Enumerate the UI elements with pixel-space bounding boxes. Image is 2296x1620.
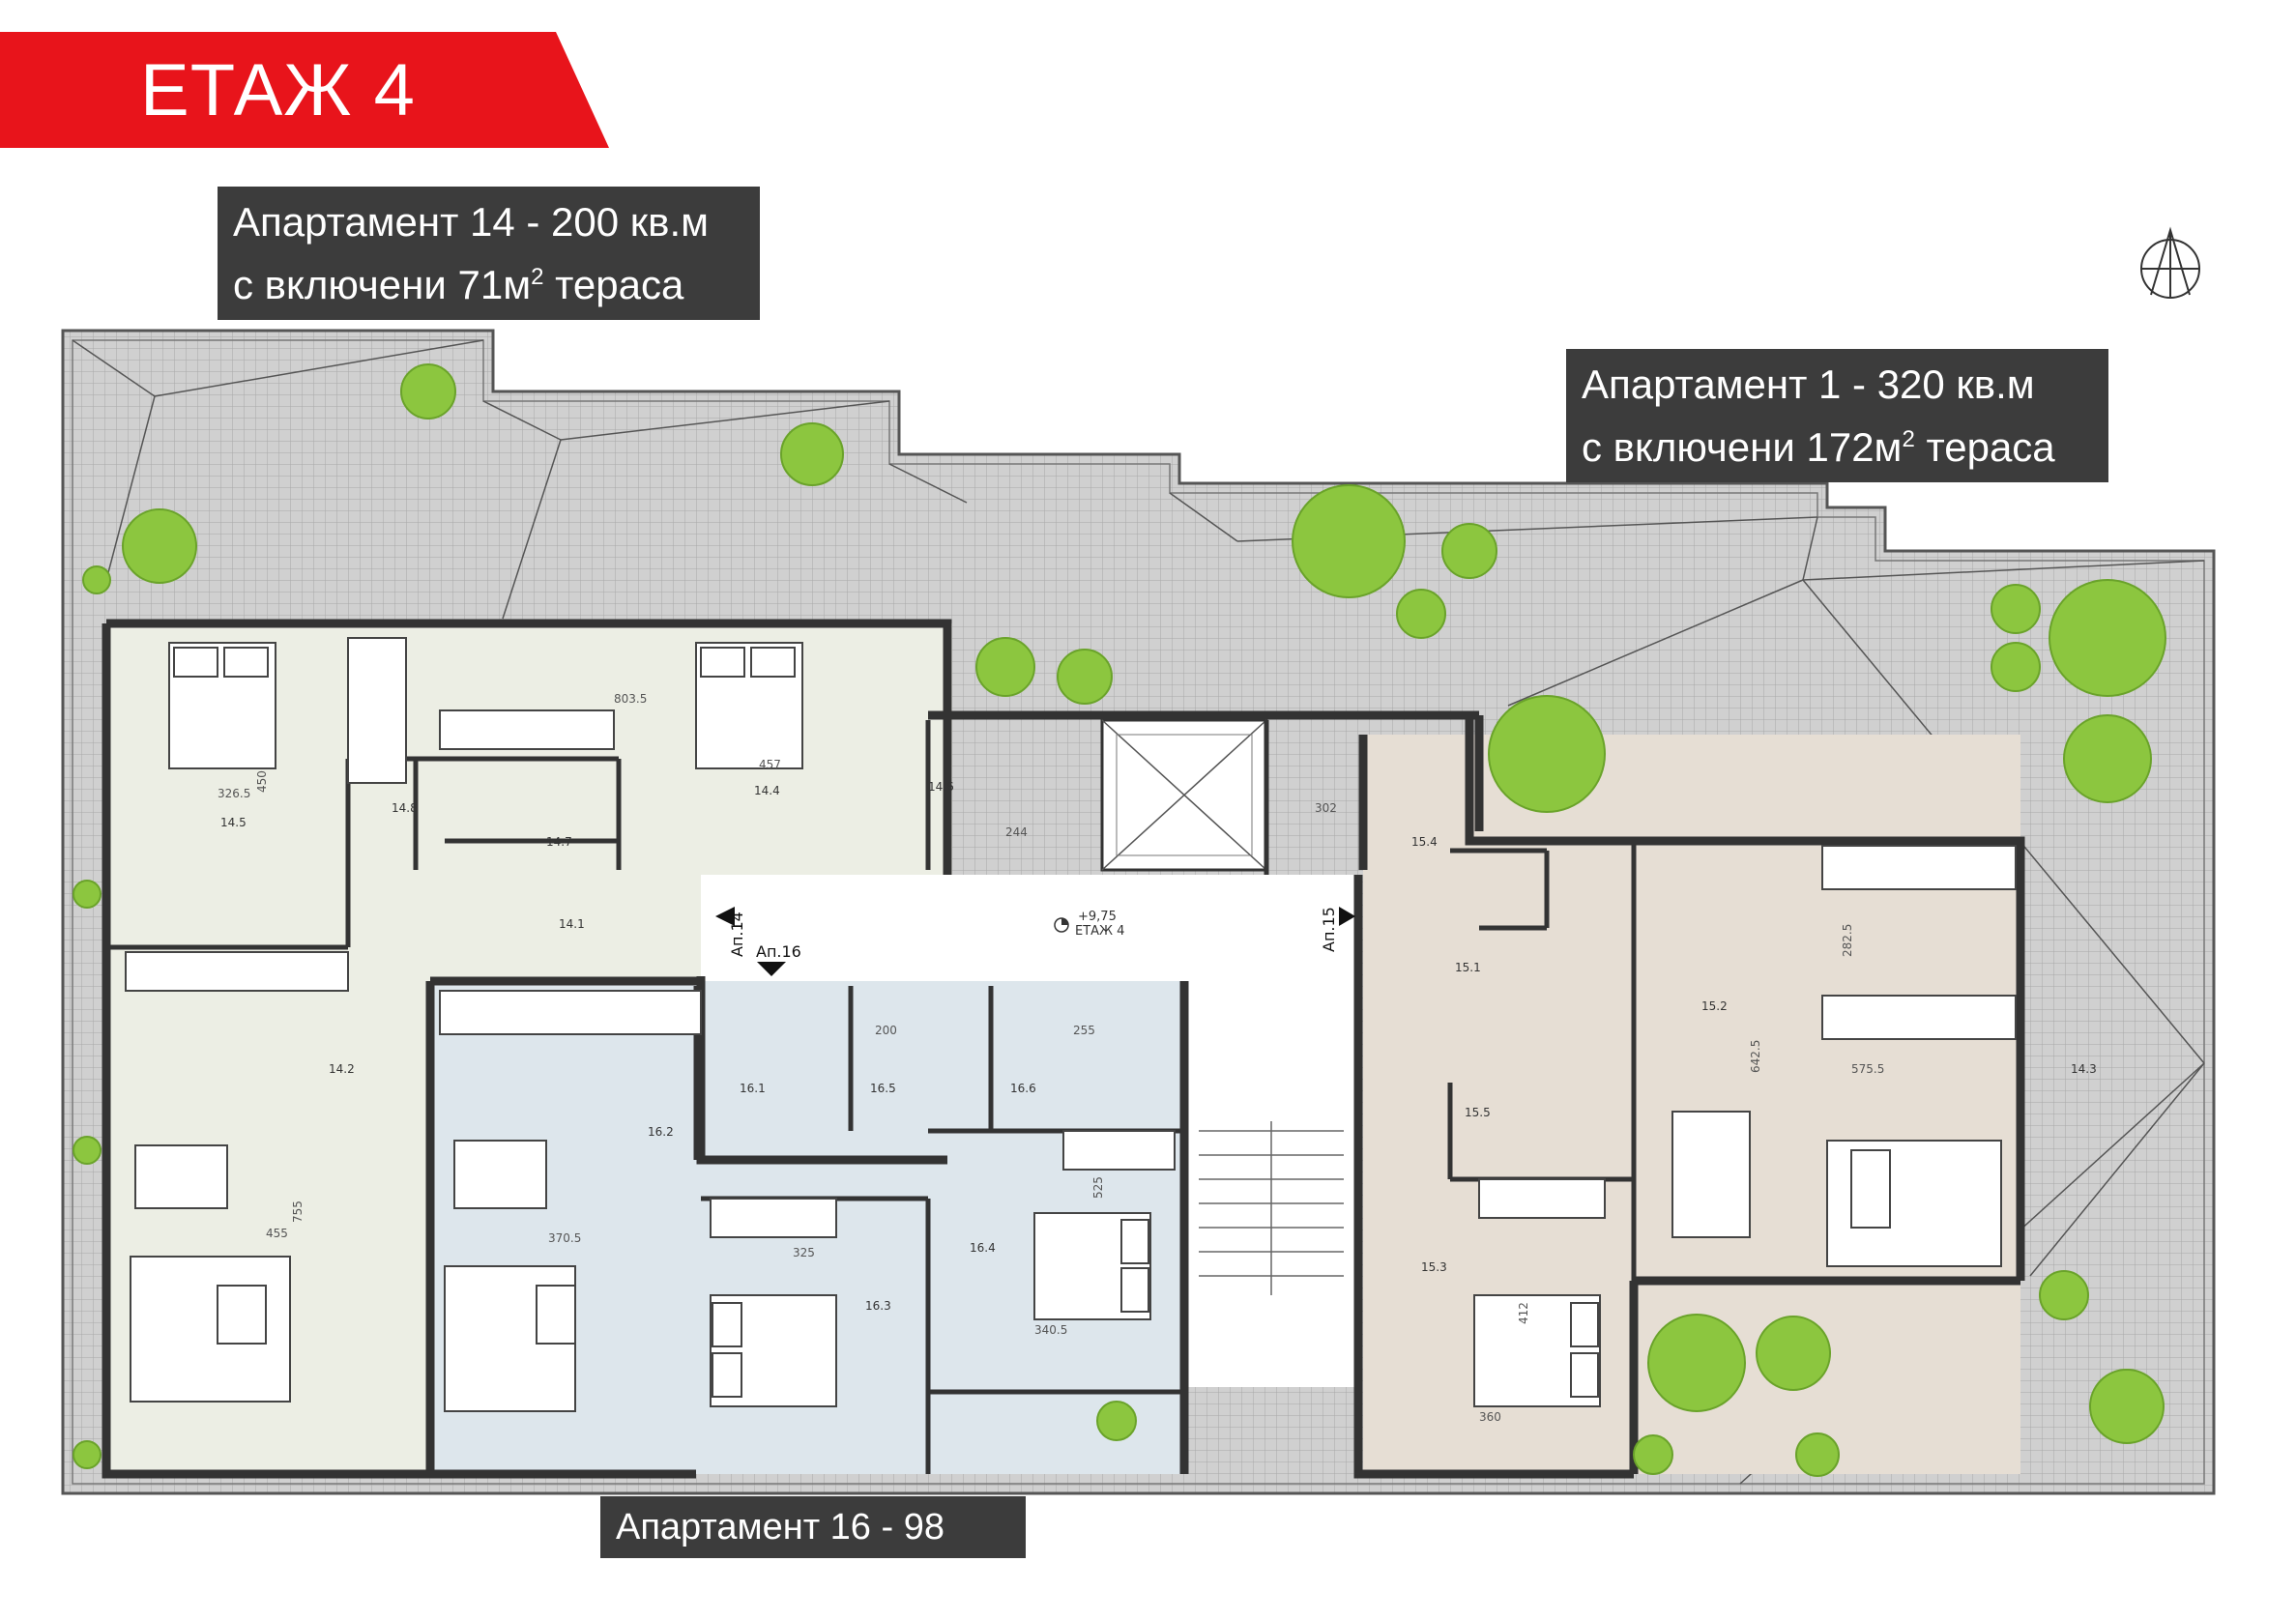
- room-14-5: 14.5: [220, 816, 247, 829]
- apartment-16-title: Апартамент 16 - 98 кв.м: [616, 1507, 945, 1594]
- terrace-trees: [73, 363, 2166, 1477]
- level-elevation: +9,75: [1078, 910, 1117, 924]
- interior-walls: [106, 720, 1637, 1474]
- dim-15: 282.5: [1841, 924, 1854, 957]
- entrance-label-ap15: Ап.15: [1320, 907, 1338, 952]
- room-15-5: 15.5: [1465, 1106, 1491, 1119]
- apartment-14-terrace: с включени 71м2 тераса: [233, 262, 684, 307]
- room-16-5: 16.5: [870, 1082, 896, 1095]
- room-15-1: 15.1: [1455, 961, 1481, 974]
- room-16-1: 16.1: [740, 1082, 766, 1095]
- dim-7: 370.5: [548, 1231, 581, 1245]
- dim-16: 244: [1005, 825, 1028, 839]
- room-15-3: 15.3: [1421, 1260, 1447, 1274]
- apartment-14-title: Апартамент 14 - 200 кв.м: [233, 199, 710, 245]
- apartment-16-callout: Апартамент 16 - 98 кв.м: [600, 1496, 1026, 1594]
- dim-6: 755: [291, 1201, 305, 1223]
- room-16-2: 16.2: [648, 1125, 674, 1139]
- apartment-1-terrace: с включени 172м2 тераса: [1582, 424, 2055, 470]
- entrance-marker-ap16: [757, 962, 786, 976]
- entrance-label-ap14: Ап.14: [728, 911, 746, 957]
- apartment-1-callout: Апартамент 1 - 320 кв.м с включени 172м2…: [1566, 349, 2108, 482]
- dim-9: 340.5: [1034, 1323, 1067, 1337]
- dim-19: 302: [1315, 801, 1337, 815]
- room-14-2: 14.2: [329, 1062, 355, 1076]
- room-14-6: 14.6: [928, 780, 954, 794]
- dim-11: 642.5: [1749, 1040, 1762, 1073]
- room-16-3: 16.3: [865, 1299, 891, 1313]
- dim-18: 255: [1073, 1024, 1095, 1037]
- dim-14: 360: [1479, 1410, 1501, 1424]
- room-14-1: 14.1: [559, 917, 585, 931]
- room-14-7: 14.7: [546, 835, 572, 849]
- dim-12: 575.5: [1851, 1062, 1884, 1076]
- room-16-6: 16.6: [1010, 1082, 1036, 1095]
- room-16-4: 16.4: [970, 1241, 996, 1255]
- entrance-marker-ap15: [1339, 907, 1355, 926]
- dim-1: 326.5: [218, 787, 250, 800]
- level-floor: ЕТАЖ 4: [1075, 924, 1124, 939]
- entrance-label-ap16: Ап.16: [756, 942, 801, 961]
- dim-13: 412: [1517, 1302, 1530, 1324]
- north-arrow-icon: [2140, 226, 2200, 299]
- room-15-4: 15.4: [1411, 835, 1438, 849]
- room-15-2: 15.2: [1701, 999, 1728, 1013]
- room-14-4: 14.4: [754, 784, 780, 797]
- level-mark: +9,75 ЕТАЖ 4: [1054, 910, 1124, 939]
- dim-17: 200: [875, 1024, 897, 1037]
- common-hallway: [701, 875, 1358, 981]
- floor-banner: [0, 32, 609, 148]
- dim-5: 455: [266, 1227, 288, 1240]
- dim-3: 803.5: [614, 692, 647, 706]
- dim-4: 457: [759, 758, 781, 771]
- furniture: [125, 637, 2017, 1412]
- walls: [102, 619, 2025, 1479]
- entrance-marker-ap14: [715, 907, 735, 926]
- dim-8: 325: [793, 1246, 815, 1259]
- room-14-8: 14.8: [392, 801, 418, 815]
- room-14-3: 14.3: [2071, 1062, 2097, 1076]
- apartment-14-callout: Апартамент 14 - 200 кв.м с включени 71м2…: [218, 187, 760, 320]
- dim-2: 450: [255, 770, 269, 793]
- dim-10: 525: [1091, 1176, 1105, 1199]
- apartment-1-title: Апартамент 1 - 320 кв.м: [1582, 362, 2035, 407]
- floor-title: ЕТАЖ 4: [140, 49, 416, 131]
- stairs: [1199, 1121, 1344, 1295]
